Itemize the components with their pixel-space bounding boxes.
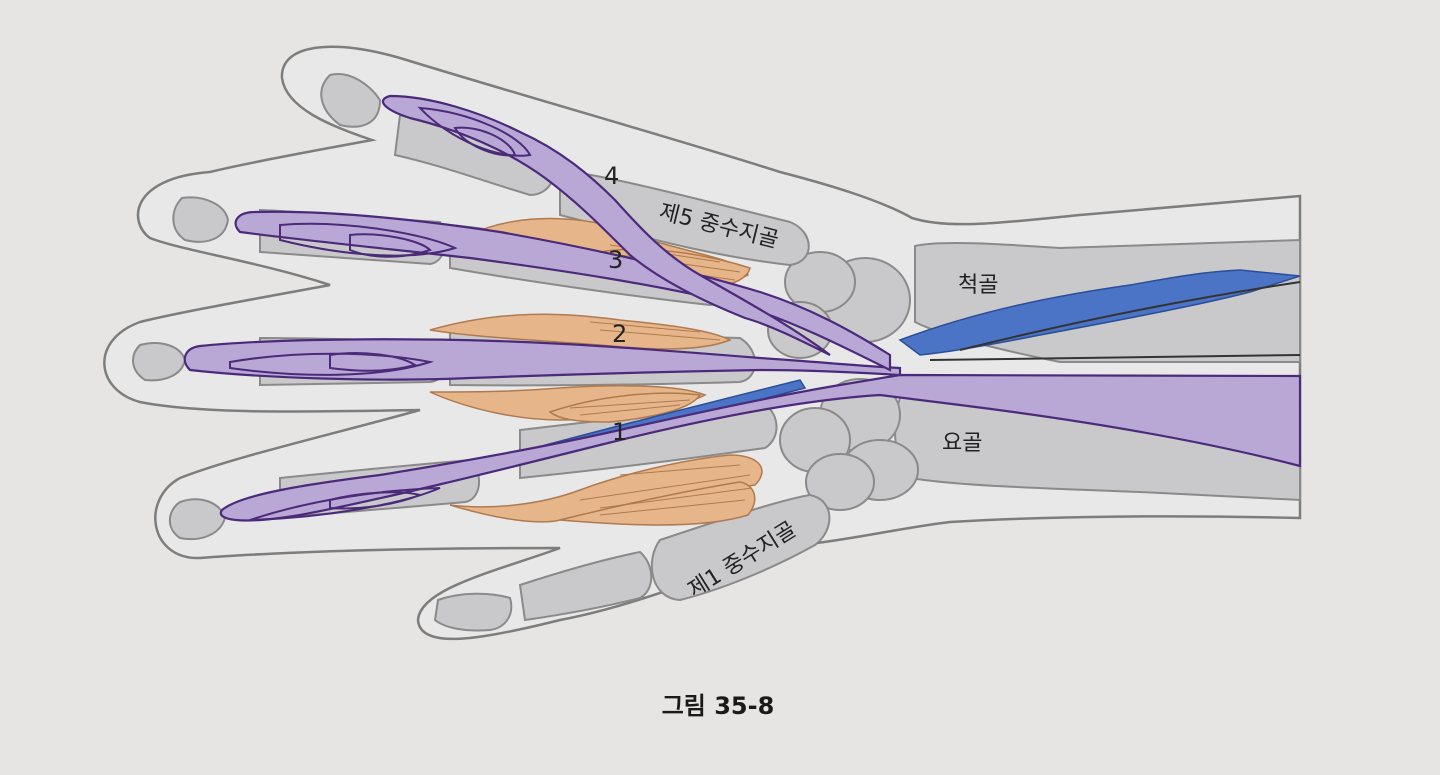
label-ulna: 척골 — [958, 273, 998, 298]
tendon-number-3: 3 — [608, 246, 623, 274]
label-radius: 요골 — [942, 431, 982, 456]
tendon-number-1: 1 — [612, 418, 627, 446]
tendon-number-2: 2 — [612, 320, 627, 348]
figure-caption: 그림 35-8 — [662, 692, 775, 720]
extensor-tendons — [183, 94, 1302, 522]
carpal-bones — [767, 251, 919, 511]
blue-vessel-upper — [898, 269, 1301, 356]
thumb-bones — [433, 493, 831, 632]
tendon-inner-loops — [229, 106, 532, 521]
tendon-number-4: 4 — [604, 162, 619, 190]
